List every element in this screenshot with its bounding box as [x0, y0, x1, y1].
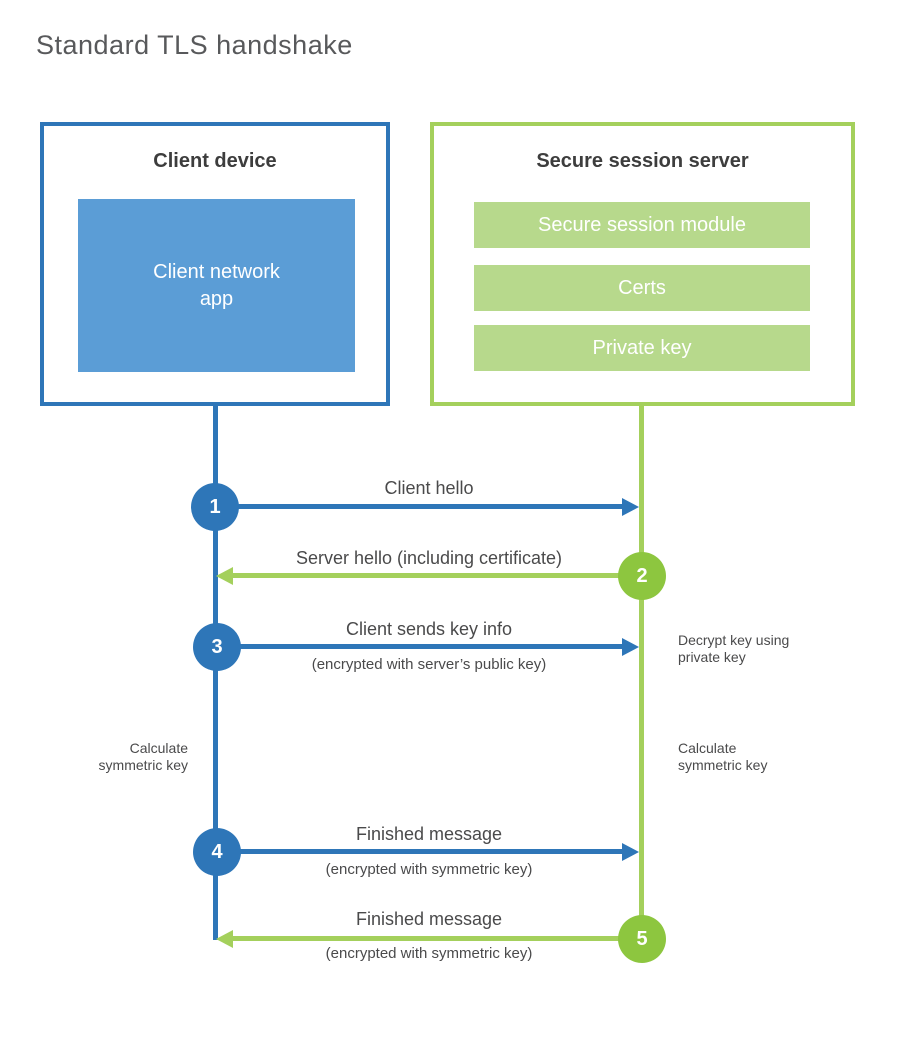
label-key-info: Client sends key info — [345, 619, 513, 639]
note-calculate-symmetric-key-server: Calculate symmetric key — [678, 740, 768, 773]
label-finished-server: Finished message — [355, 909, 503, 929]
step-circle-2: 2 — [618, 552, 666, 600]
client-device-heading: Client device — [153, 150, 277, 172]
arrow-server-hello — [233, 573, 642, 578]
sublabel-key-info: (encrypted with server’s public key) — [311, 656, 547, 673]
label-server-hello: Server hello (including certificate) — [295, 548, 563, 568]
label-finished-client: Finished message — [355, 824, 503, 844]
server-module-private-key: Private key — [474, 325, 810, 371]
label-client-hello: Client hello — [384, 478, 474, 498]
arrow-client-hello — [216, 504, 622, 509]
server-lifeline — [639, 404, 644, 939]
note-decrypt-key: Decrypt key using private key — [678, 632, 790, 665]
sublabel-finished-server: (encrypted with symmetric key) — [325, 945, 533, 962]
arrowhead-server-hello — [216, 567, 233, 585]
server-module-secure-session: Secure session module — [474, 202, 810, 248]
client-lifeline — [213, 404, 218, 940]
server-heading: Secure session server — [536, 150, 749, 172]
step-circle-4: 4 — [193, 828, 241, 876]
step-circle-3: 3 — [193, 623, 241, 671]
arrow-finished-client — [216, 849, 622, 854]
arrow-finished-server — [233, 936, 642, 941]
arrowhead-key-info — [622, 638, 639, 656]
client-network-app-box: Client network app — [78, 199, 355, 372]
arrowhead-client-hello — [622, 498, 639, 516]
note-calculate-symmetric-key-client: Calculate symmetric key — [98, 740, 188, 773]
arrowhead-finished-server — [216, 930, 233, 948]
server-module-certs: Certs — [474, 265, 810, 311]
arrowhead-finished-client — [622, 843, 639, 861]
step-circle-5: 5 — [618, 915, 666, 963]
sublabel-finished-client: (encrypted with symmetric key) — [325, 861, 533, 878]
step-circle-1: 1 — [191, 483, 239, 531]
arrow-key-info — [216, 644, 622, 649]
page-title: Standard TLS handshake — [36, 30, 353, 60]
